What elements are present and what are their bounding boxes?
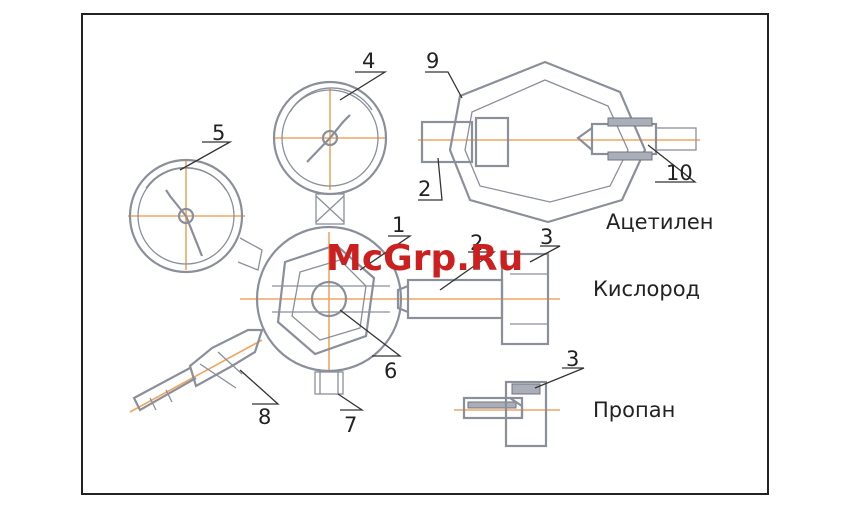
watermark-text: McGrp.Ru: [326, 238, 523, 279]
label-oxygen: Кислород: [593, 277, 700, 301]
callout-5: 5: [212, 121, 225, 145]
callout-6: 6: [384, 359, 397, 383]
acetylene-clamp: [422, 62, 696, 222]
callout-3-propane: 3: [566, 347, 579, 371]
hose-nipple: [134, 330, 262, 410]
label-propane: Пропан: [593, 398, 675, 422]
callout-3-oxygen: 3: [540, 225, 553, 249]
callout-2-acetylene: 2: [418, 177, 431, 201]
callout-8: 8: [258, 405, 271, 429]
callout-1: 1: [392, 213, 405, 237]
callout-4: 4: [362, 49, 375, 73]
callout-9: 9: [426, 49, 439, 73]
propane-connector: [464, 382, 546, 446]
callout-10: 10: [666, 161, 693, 185]
callout-7: 7: [344, 413, 357, 437]
label-acetylene: Ацетилен: [606, 210, 714, 234]
